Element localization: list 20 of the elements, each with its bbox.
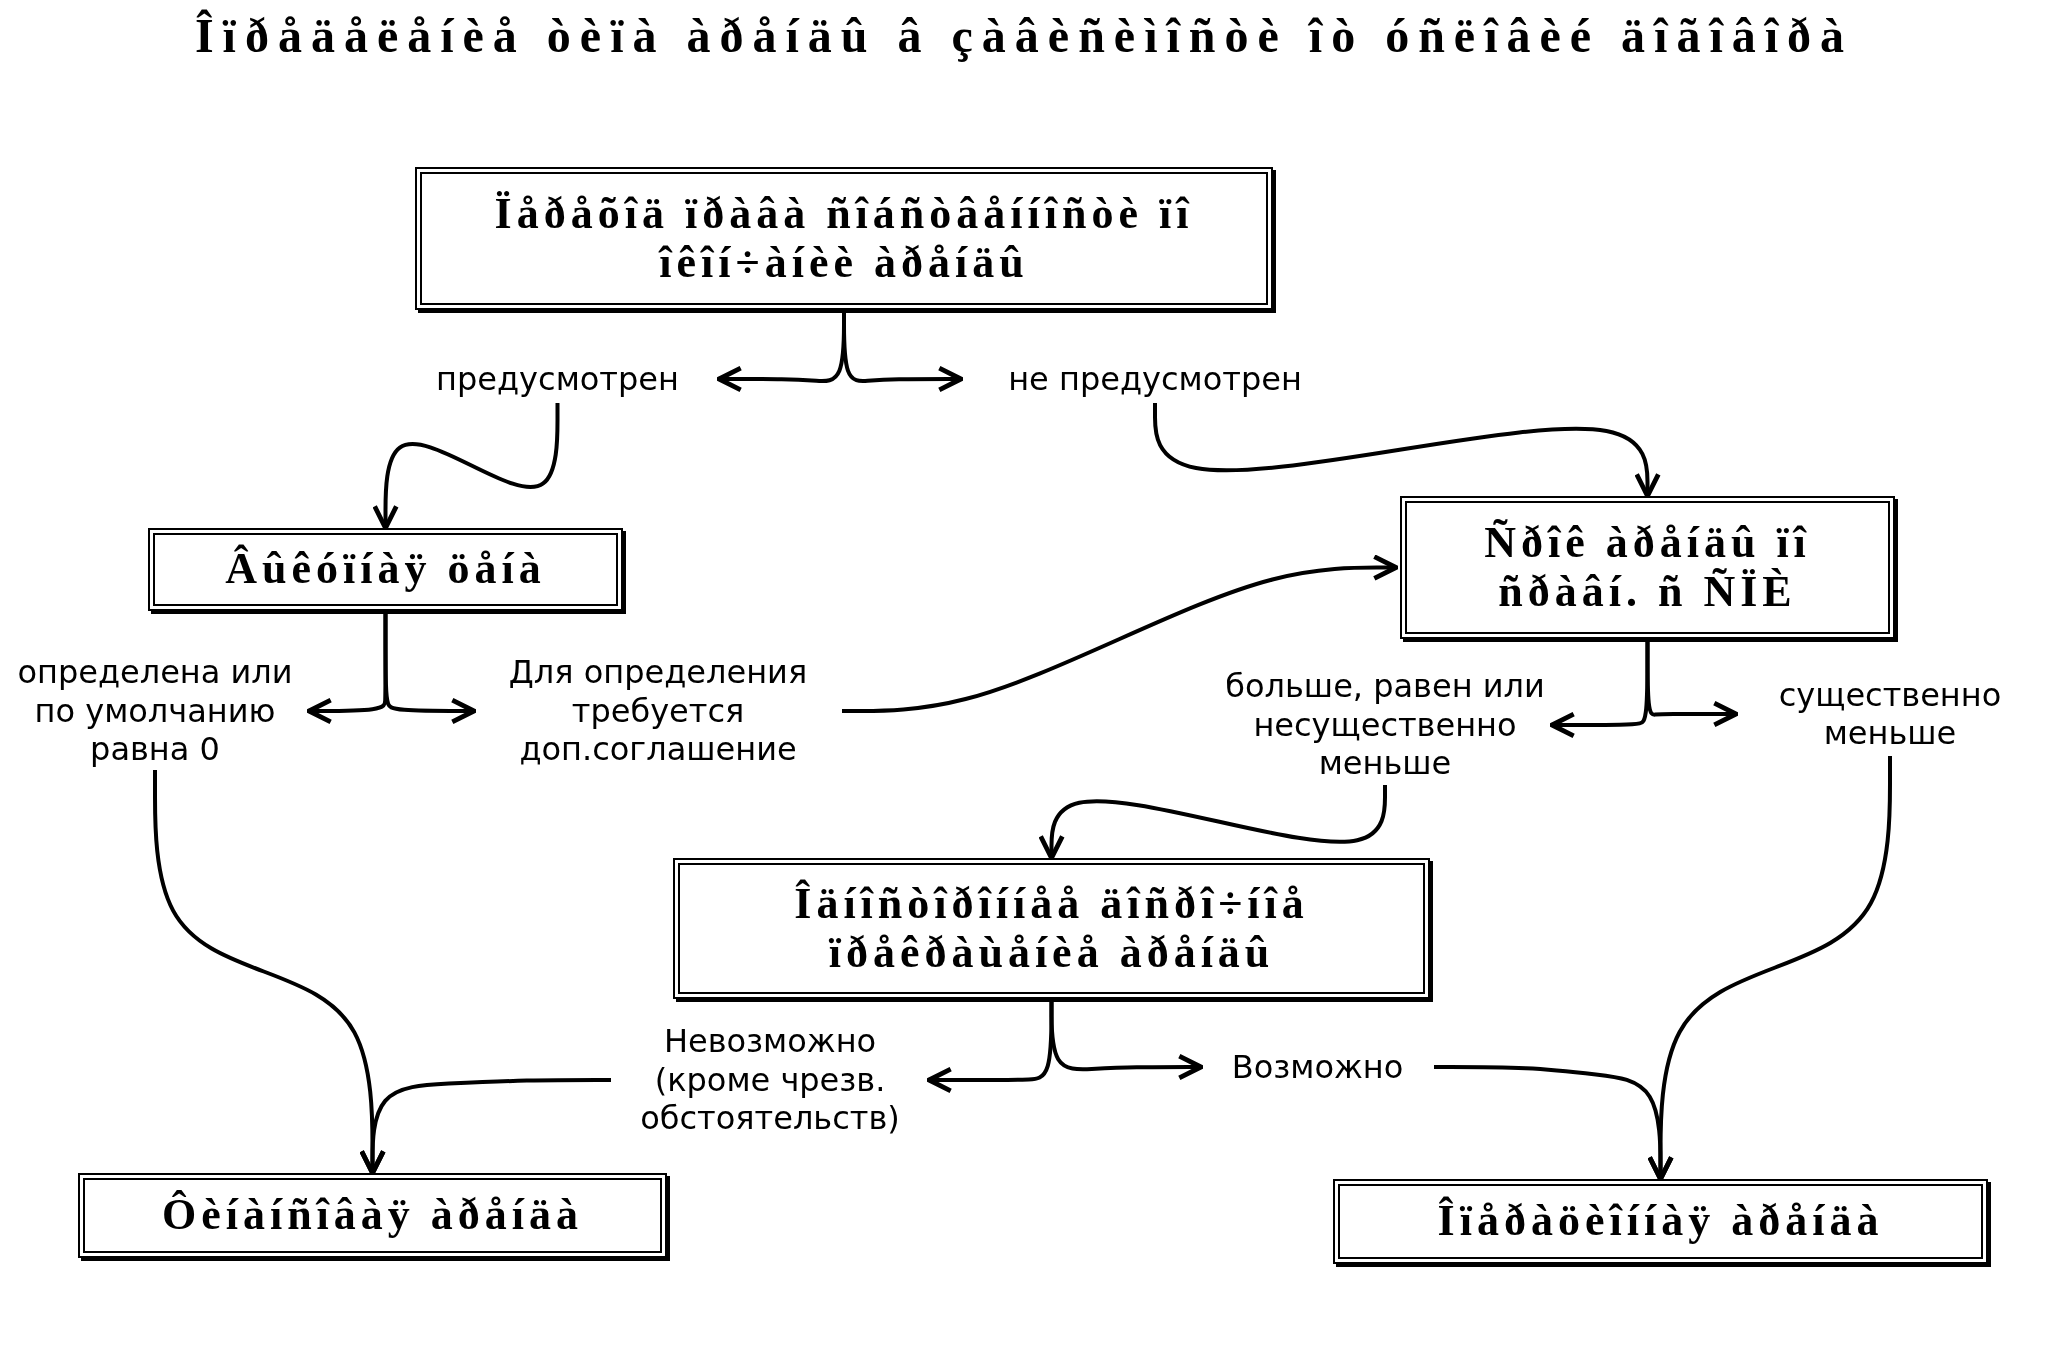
branch-label: Невозможно (кроме чрезв. обстоятельств): [615, 1020, 925, 1140]
process-box: Ôèíàíñîâàÿ àðåíäà: [78, 1173, 667, 1258]
arrow: [842, 554, 1399, 713]
branch-label: определена или по умолчанию равна 0: [5, 652, 305, 770]
process-box: Ñðîê àðåíäû ïî ñðàâí. ñ ÑÏÈ: [1400, 496, 1895, 639]
diagram-title: Îïðåäåëåíèå òèïà àðåíäû â çàâèñèìîñòè îò óñëîâèé äîãîâîðà: [193, 8, 1855, 63]
process-box: Îäíîñòîðîííåå äîñðî÷íîå ïðåêðàùåíèå àðåíäû: [673, 858, 1430, 999]
branch-label: не предусмотрен: [965, 355, 1345, 403]
process-box: Îïåðàöèîííàÿ àðåíäà: [1333, 1179, 1988, 1264]
arrow: [842, 313, 964, 393]
branch-label: Возможно: [1205, 1042, 1430, 1092]
branch-label: предусмотрен: [400, 355, 715, 403]
arrow: [383, 614, 477, 725]
process-box: Âûêóïíàÿ öåíà: [148, 528, 623, 611]
branch-label: существенно меньше: [1740, 672, 2040, 756]
arrow: [1049, 1002, 1204, 1081]
process-box: Ïåðåõîä ïðàâà ñîáñòâåííîñòè ïî îêîí÷àíèè àðåíäû: [415, 167, 1273, 310]
arrow: [1645, 642, 1739, 728]
branch-label: больше, равен или несущественно меньше: [1222, 665, 1548, 785]
branch-label: Для определения требуется доп.соглашение: [478, 652, 838, 770]
